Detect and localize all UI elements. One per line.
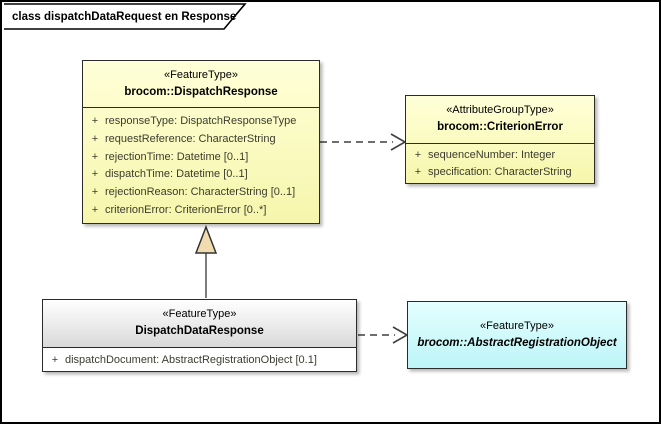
attribute-row: + rejectionTime: Datetime [0..1] [85, 150, 317, 166]
attribute-compartment: + responseType: DispatchResponseType + r… [83, 108, 319, 223]
frame-tab-outline [4, 3, 247, 30]
attribute-row: + responseType: DispatchResponseType [85, 114, 317, 130]
class-name: brocom::DispatchResponse [124, 85, 278, 98]
attribute-row: + criterionError: CriterionError [0..*] [85, 203, 317, 219]
visibility-marker: + [91, 150, 99, 163]
dependency-arrow-abstract-registration-object [358, 326, 409, 344]
class-header: «FeatureType» brocom::AbstractRegistrati… [408, 302, 626, 368]
attribute-row: + rejectionReason: CharacterString [0..1… [85, 185, 317, 201]
frame-title: class dispatchDataRequest en Response [12, 10, 237, 23]
stereotype-label: «FeatureType» [480, 319, 554, 332]
attribute-compartment: + dispatchDocument: AbstractRegistration… [43, 348, 356, 371]
generalization-arrow [194, 224, 218, 298]
visibility-marker: + [91, 186, 99, 199]
attribute-text: rejectionReason: CharacterString [0..1] [105, 186, 296, 199]
visibility-marker: + [91, 168, 99, 181]
visibility-marker: + [51, 353, 59, 366]
attribute-text: criterionError: CriterionError [0..*] [105, 204, 267, 217]
class-header: «FeatureType» brocom::DispatchResponse [83, 61, 319, 108]
class-box-dispatch-data-response[interactable]: «FeatureType» DispatchDataResponse + dis… [42, 299, 357, 372]
class-header: «AttributeGroupType» brocom::CriterionEr… [406, 96, 594, 144]
attribute-row: + requestReference: CharacterString [85, 132, 317, 148]
attribute-text: dispatchTime: Datetime [0..1] [105, 168, 248, 181]
class-name: DispatchDataResponse [135, 325, 264, 338]
class-box-abstract-registration-object[interactable]: «FeatureType» brocom::AbstractRegistrati… [407, 301, 627, 369]
visibility-marker: + [91, 114, 99, 127]
stereotype-label: «FeatureType» [164, 68, 238, 81]
attribute-row: + specification: CharacterString [408, 165, 592, 181]
attribute-text: responseType: DispatchResponseType [105, 114, 297, 127]
class-box-dispatch-response[interactable]: «FeatureType» brocom::DispatchResponse +… [82, 60, 320, 224]
attribute-row: + sequenceNumber: Integer [408, 148, 592, 164]
visibility-marker: + [91, 132, 99, 145]
attribute-text: specification: CharacterString [428, 165, 572, 178]
attribute-text: sequenceNumber: Integer [428, 149, 556, 162]
attribute-compartment: + sequenceNumber: Integer + specificatio… [406, 144, 594, 183]
attribute-row: + dispatchTime: Datetime [0..1] [85, 167, 317, 183]
stereotype-label: «FeatureType» [162, 308, 237, 321]
visibility-marker: + [91, 204, 99, 217]
attribute-text: requestReference: CharacterString [105, 132, 276, 145]
generalization-triangle [194, 224, 218, 254]
attribute-text: rejectionTime: Datetime [0..1] [105, 150, 249, 163]
visibility-marker: + [414, 165, 422, 178]
stereotype-label: «AttributeGroupType» [446, 104, 554, 117]
class-header: «FeatureType» DispatchDataResponse [43, 300, 356, 348]
dependency-arrow-criterion-error [320, 133, 407, 151]
attribute-row: + dispatchDocument: AbstractRegistration… [45, 353, 354, 369]
class-name: brocom::CriterionError [437, 121, 563, 134]
class-name: brocom::AbstractRegistrationObject [417, 336, 617, 349]
attribute-text: dispatchDocument: AbstractRegistrationOb… [65, 353, 317, 366]
class-box-criterion-error[interactable]: «AttributeGroupType» brocom::CriterionEr… [405, 95, 595, 184]
visibility-marker: + [414, 149, 422, 162]
